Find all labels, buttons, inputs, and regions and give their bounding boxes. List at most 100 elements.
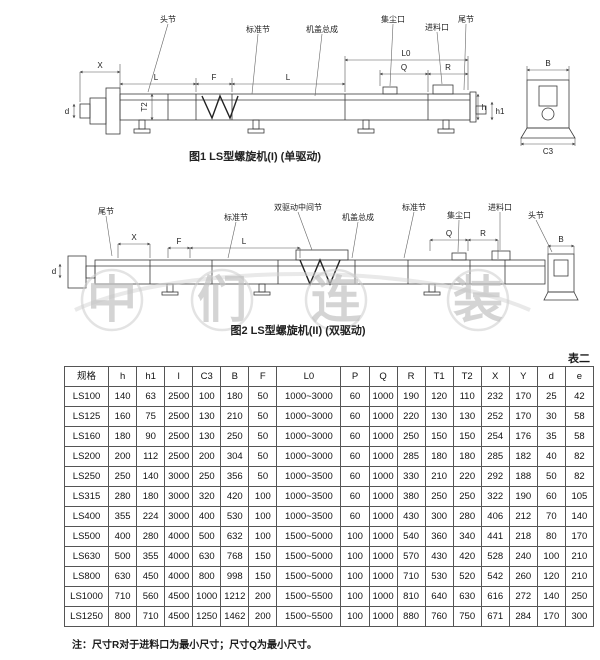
value-cell: 210 — [564, 566, 595, 587]
dim-label-q: Q — [446, 229, 452, 238]
dim-label-f: F — [177, 237, 182, 246]
watermark-char-3: 连 — [311, 272, 361, 328]
value-cell: 50 — [248, 446, 278, 467]
value-cell: 1000 — [368, 486, 398, 507]
value-cell: 250 — [220, 426, 250, 447]
dim-label-x: X — [97, 61, 103, 70]
value-cell: 430 — [396, 506, 426, 527]
value-cell: 1500~5000 — [276, 566, 342, 587]
value-cell: 2500 — [164, 386, 194, 407]
value-cell: 280 — [452, 506, 482, 527]
column-header: T1 — [424, 366, 454, 387]
fig2-machine-body — [67, 249, 579, 301]
watermark-char-4: 装 — [453, 272, 503, 328]
model-cell: LS500 — [63, 526, 110, 547]
value-cell: 200 — [192, 446, 222, 467]
value-cell: 320 — [192, 486, 222, 507]
value-cell: 250 — [564, 586, 595, 607]
value-cell: 60 — [340, 426, 370, 447]
model-cell: LS100 — [63, 386, 110, 407]
callout-head-section: 头节 — [528, 210, 544, 220]
model-cell: LS125 — [63, 406, 110, 427]
value-cell: 250 — [192, 466, 222, 487]
value-cell: 200 — [248, 606, 278, 627]
dim-label-l: L — [242, 237, 247, 246]
value-cell: 450 — [136, 566, 166, 587]
value-cell: 4000 — [164, 566, 194, 587]
value-cell: 130 — [452, 406, 482, 427]
value-cell: 285 — [480, 446, 510, 467]
callout-dust-port: 集尘口 — [381, 14, 405, 24]
value-cell: 1500~5500 — [276, 586, 342, 607]
value-cell: 210 — [424, 466, 454, 487]
fig2-callout-leaders — [105, 211, 553, 259]
callout-double-drive-middle: 双驱动中间节 — [274, 202, 322, 212]
value-cell: 110 — [452, 386, 482, 407]
value-cell: 50 — [248, 426, 278, 447]
figure1-caption: 图1 LS型螺旋机(I) (单驱动) — [189, 149, 321, 163]
value-cell: 570 — [396, 546, 426, 567]
column-header: h — [108, 366, 138, 387]
value-cell: 150 — [248, 566, 278, 587]
value-cell: 1000 — [368, 586, 398, 607]
value-cell: 180 — [136, 486, 166, 507]
value-cell: 100 — [340, 586, 370, 607]
value-cell: 182 — [508, 446, 538, 467]
value-cell: 998 — [220, 566, 250, 587]
fig2-dimensions — [58, 238, 575, 279]
value-cell: 224 — [136, 506, 166, 527]
value-cell: 330 — [396, 466, 426, 487]
value-cell: 140 — [108, 386, 138, 407]
value-cell: 1500~5000 — [276, 526, 342, 547]
value-cell: 1000~3000 — [276, 446, 342, 467]
value-cell: 630 — [452, 586, 482, 607]
value-cell: 750 — [452, 606, 482, 627]
value-cell: 60 — [340, 506, 370, 527]
column-header: T2 — [452, 366, 482, 387]
value-cell: 150 — [248, 546, 278, 567]
figure2-caption: 图2 LS型螺旋机(II) (双驱动) — [230, 323, 365, 337]
value-cell: 50 — [536, 466, 566, 487]
value-cell: 880 — [396, 606, 426, 627]
footnote: 注：尺寸R对于进料口为最小尺寸；尺寸Q为最小尺寸。 — [72, 640, 317, 651]
value-cell: 200 — [108, 446, 138, 467]
dim-label-d: d — [65, 107, 69, 116]
fig1-dimensions — [72, 56, 576, 146]
value-cell: 616 — [480, 586, 510, 607]
value-cell: 212 — [508, 506, 538, 527]
value-cell: 710 — [136, 606, 166, 627]
value-cell: 150 — [424, 426, 454, 447]
value-cell: 220 — [396, 406, 426, 427]
value-cell: 1000 — [368, 546, 398, 567]
value-cell: 285 — [396, 446, 426, 467]
value-cell: 60 — [340, 486, 370, 507]
value-cell: 35 — [536, 426, 566, 447]
column-header: C3 — [192, 366, 222, 387]
value-cell: 58 — [564, 406, 595, 427]
model-cell: LS1250 — [63, 606, 110, 627]
dim-label-h: h — [482, 103, 486, 112]
column-header: l — [164, 366, 194, 387]
value-cell: 355 — [108, 506, 138, 527]
value-cell: 1000~3000 — [276, 426, 342, 447]
value-cell: 400 — [108, 526, 138, 547]
value-cell: 1212 — [220, 586, 250, 607]
watermark: 中 们 连 装 — [74, 268, 531, 332]
value-cell: 356 — [220, 466, 250, 487]
value-cell: 630 — [192, 546, 222, 567]
value-cell: 1000 — [368, 426, 398, 447]
value-cell: 100 — [340, 566, 370, 587]
value-cell: 304 — [220, 446, 250, 467]
value-cell: 60 — [340, 466, 370, 487]
callout-feed-inlet: 进料口 — [488, 202, 512, 212]
value-cell: 2500 — [164, 446, 194, 467]
value-cell: 1000 — [192, 586, 222, 607]
value-cell: 100 — [248, 506, 278, 527]
column-header: P — [340, 366, 370, 387]
column-header: R — [396, 366, 426, 387]
model-cell: LS400 — [63, 506, 110, 527]
